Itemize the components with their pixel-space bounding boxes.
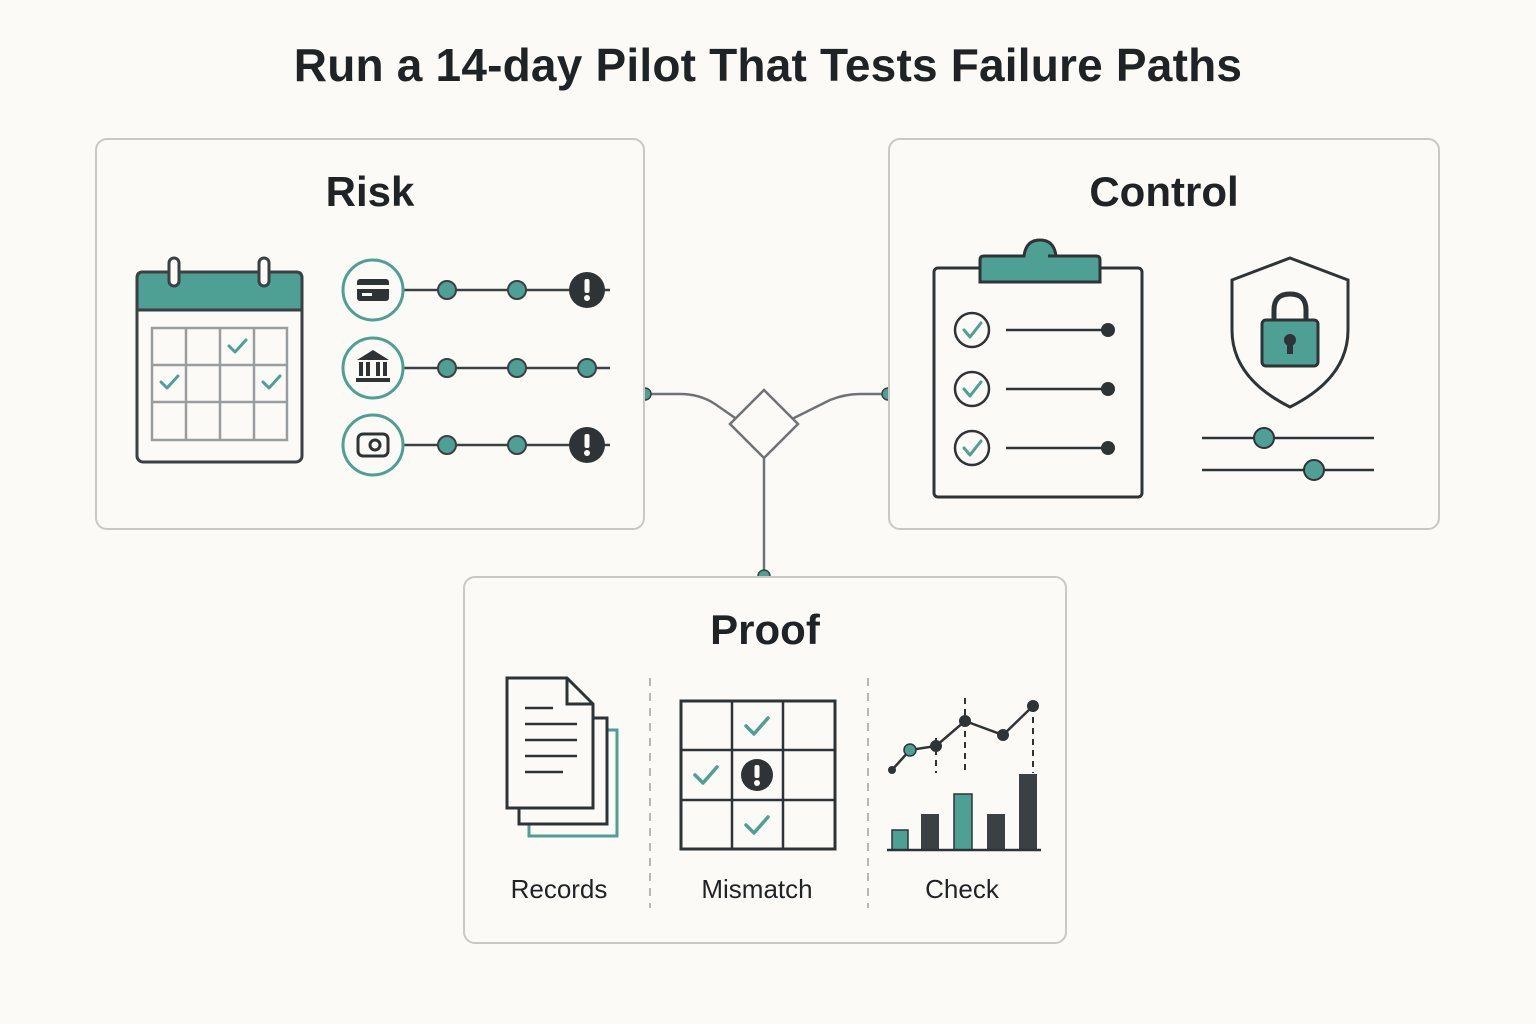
alert-icon (569, 427, 605, 463)
chart-check-icon (887, 698, 1041, 852)
slider-icon (1202, 427, 1374, 481)
connector-risk (645, 392, 739, 422)
shield-lock-icon (1230, 256, 1350, 409)
clipboard-checklist-icon (932, 238, 1144, 499)
records-label: Records (510, 874, 608, 904)
alert-icon (569, 272, 605, 308)
check-label: Check (925, 874, 999, 904)
camera-icon (341, 413, 405, 477)
proof-illustration (505, 676, 1041, 908)
risk-timelines (341, 258, 610, 477)
decision-diamond (728, 388, 800, 460)
risk-illustration (135, 256, 610, 477)
proof-panel: Proof (463, 576, 1067, 944)
bank-icon (341, 336, 405, 400)
connector-control (789, 392, 888, 422)
risk-title: Risk (325, 168, 415, 215)
page-title: Run a 14-day Pilot That Tests Failure Pa… (293, 39, 1243, 91)
control-panel: Control (888, 138, 1440, 530)
grid-mismatch-icon (679, 699, 837, 851)
control-title: Control (1089, 168, 1239, 215)
proof-title: Proof (710, 606, 820, 653)
documents-stack-icon (505, 676, 619, 838)
control-illustration (932, 238, 1374, 499)
calendar-icon (135, 256, 304, 464)
mismatch-label: Mismatch (701, 874, 813, 904)
risk-panel: Risk (95, 138, 645, 530)
